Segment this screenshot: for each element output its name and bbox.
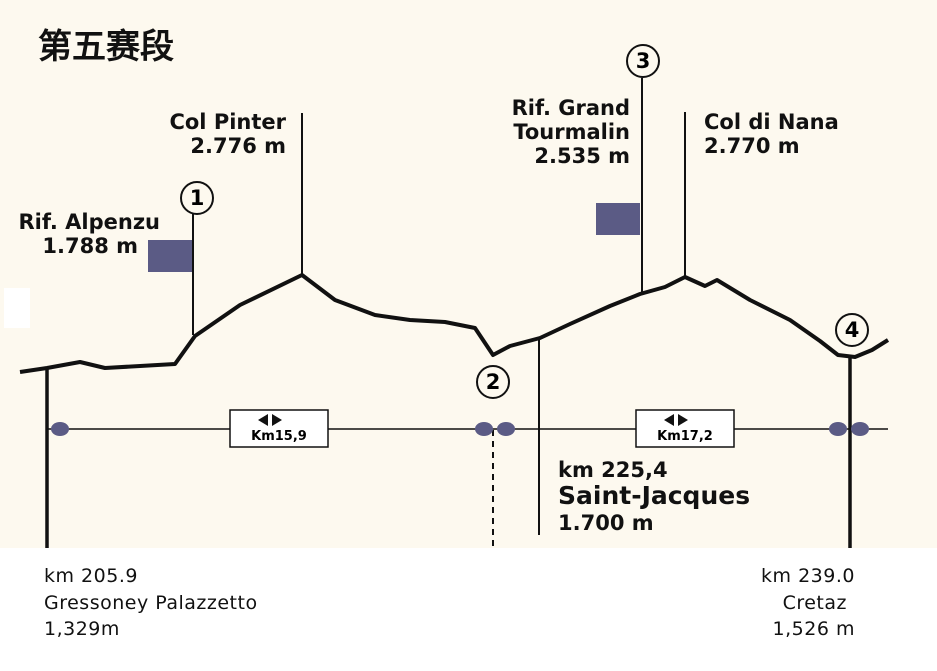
- dot: [475, 422, 493, 436]
- segment-box-1: [229, 409, 329, 448]
- marker-1: 1: [180, 181, 214, 215]
- col-di-nana-label: Col di Nana 2.770 m: [704, 110, 839, 158]
- waypoint-elevation: 1.700 m: [558, 510, 654, 535]
- peak-name: Rif. Grand: [511, 96, 630, 120]
- start-elevation: 1,329m: [44, 618, 120, 641]
- alpenzu-label: Rif. Alpenzu 1.788 m: [2, 210, 161, 259]
- tourmalin-label: Rif. Grand Tourmalin 2.535 m: [470, 96, 630, 168]
- saint-jacques-label: km 225,4 Saint-Jacques 1.700 m: [558, 458, 750, 535]
- peak-elevation: 1.788 m: [42, 234, 138, 259]
- dot: [851, 422, 869, 436]
- start-name: Gressoney Palazzetto: [44, 591, 258, 614]
- marker-4: 4: [835, 313, 869, 347]
- end-elevation: 1,526 m: [772, 618, 855, 641]
- alpenzu-flag: [148, 240, 192, 272]
- start-dot: [51, 422, 69, 436]
- tourmalin-flag: [596, 203, 640, 235]
- segment-label-1: Km15,9: [251, 429, 307, 444]
- col-pinter-label: Col Pinter 2.776 m: [130, 110, 286, 158]
- profile-line: [19, 273, 890, 374]
- waypoint-name: Saint-Jacques: [558, 481, 751, 511]
- marker-2: 2: [476, 365, 510, 399]
- marker-3: 3: [626, 44, 660, 78]
- start-info: km 205.9 Gressoney Palazzetto 1,329m: [44, 563, 258, 643]
- peak-elevation: 2.776 m: [190, 134, 286, 159]
- peak-elevation: 2.770 m: [704, 134, 800, 159]
- segment-label-2: Km17,2: [657, 429, 713, 444]
- dot: [829, 422, 847, 436]
- peak-name: Col Pinter: [169, 110, 286, 134]
- segment-box-2: [635, 409, 735, 448]
- end-info: km 239.0 Cretaz 1,526 m: [680, 563, 855, 643]
- peak-name: Rif. Alpenzu: [18, 210, 161, 234]
- white-patch: [4, 288, 30, 328]
- stage-title: 第五赛段: [38, 27, 174, 67]
- peak-name: Col di Nana: [704, 110, 839, 134]
- footer-area: [0, 548, 937, 671]
- dot: [497, 422, 515, 436]
- end-name: Cretaz: [782, 591, 847, 614]
- end-km: km 239.0: [761, 565, 855, 587]
- peak-elevation: 2.535 m: [534, 144, 630, 169]
- start-km: km 205.9: [44, 565, 138, 587]
- double-arrow-icon: [258, 414, 688, 426]
- peak-name: Tourmalin: [513, 120, 630, 145]
- waypoint-km: km 225,4: [558, 458, 668, 482]
